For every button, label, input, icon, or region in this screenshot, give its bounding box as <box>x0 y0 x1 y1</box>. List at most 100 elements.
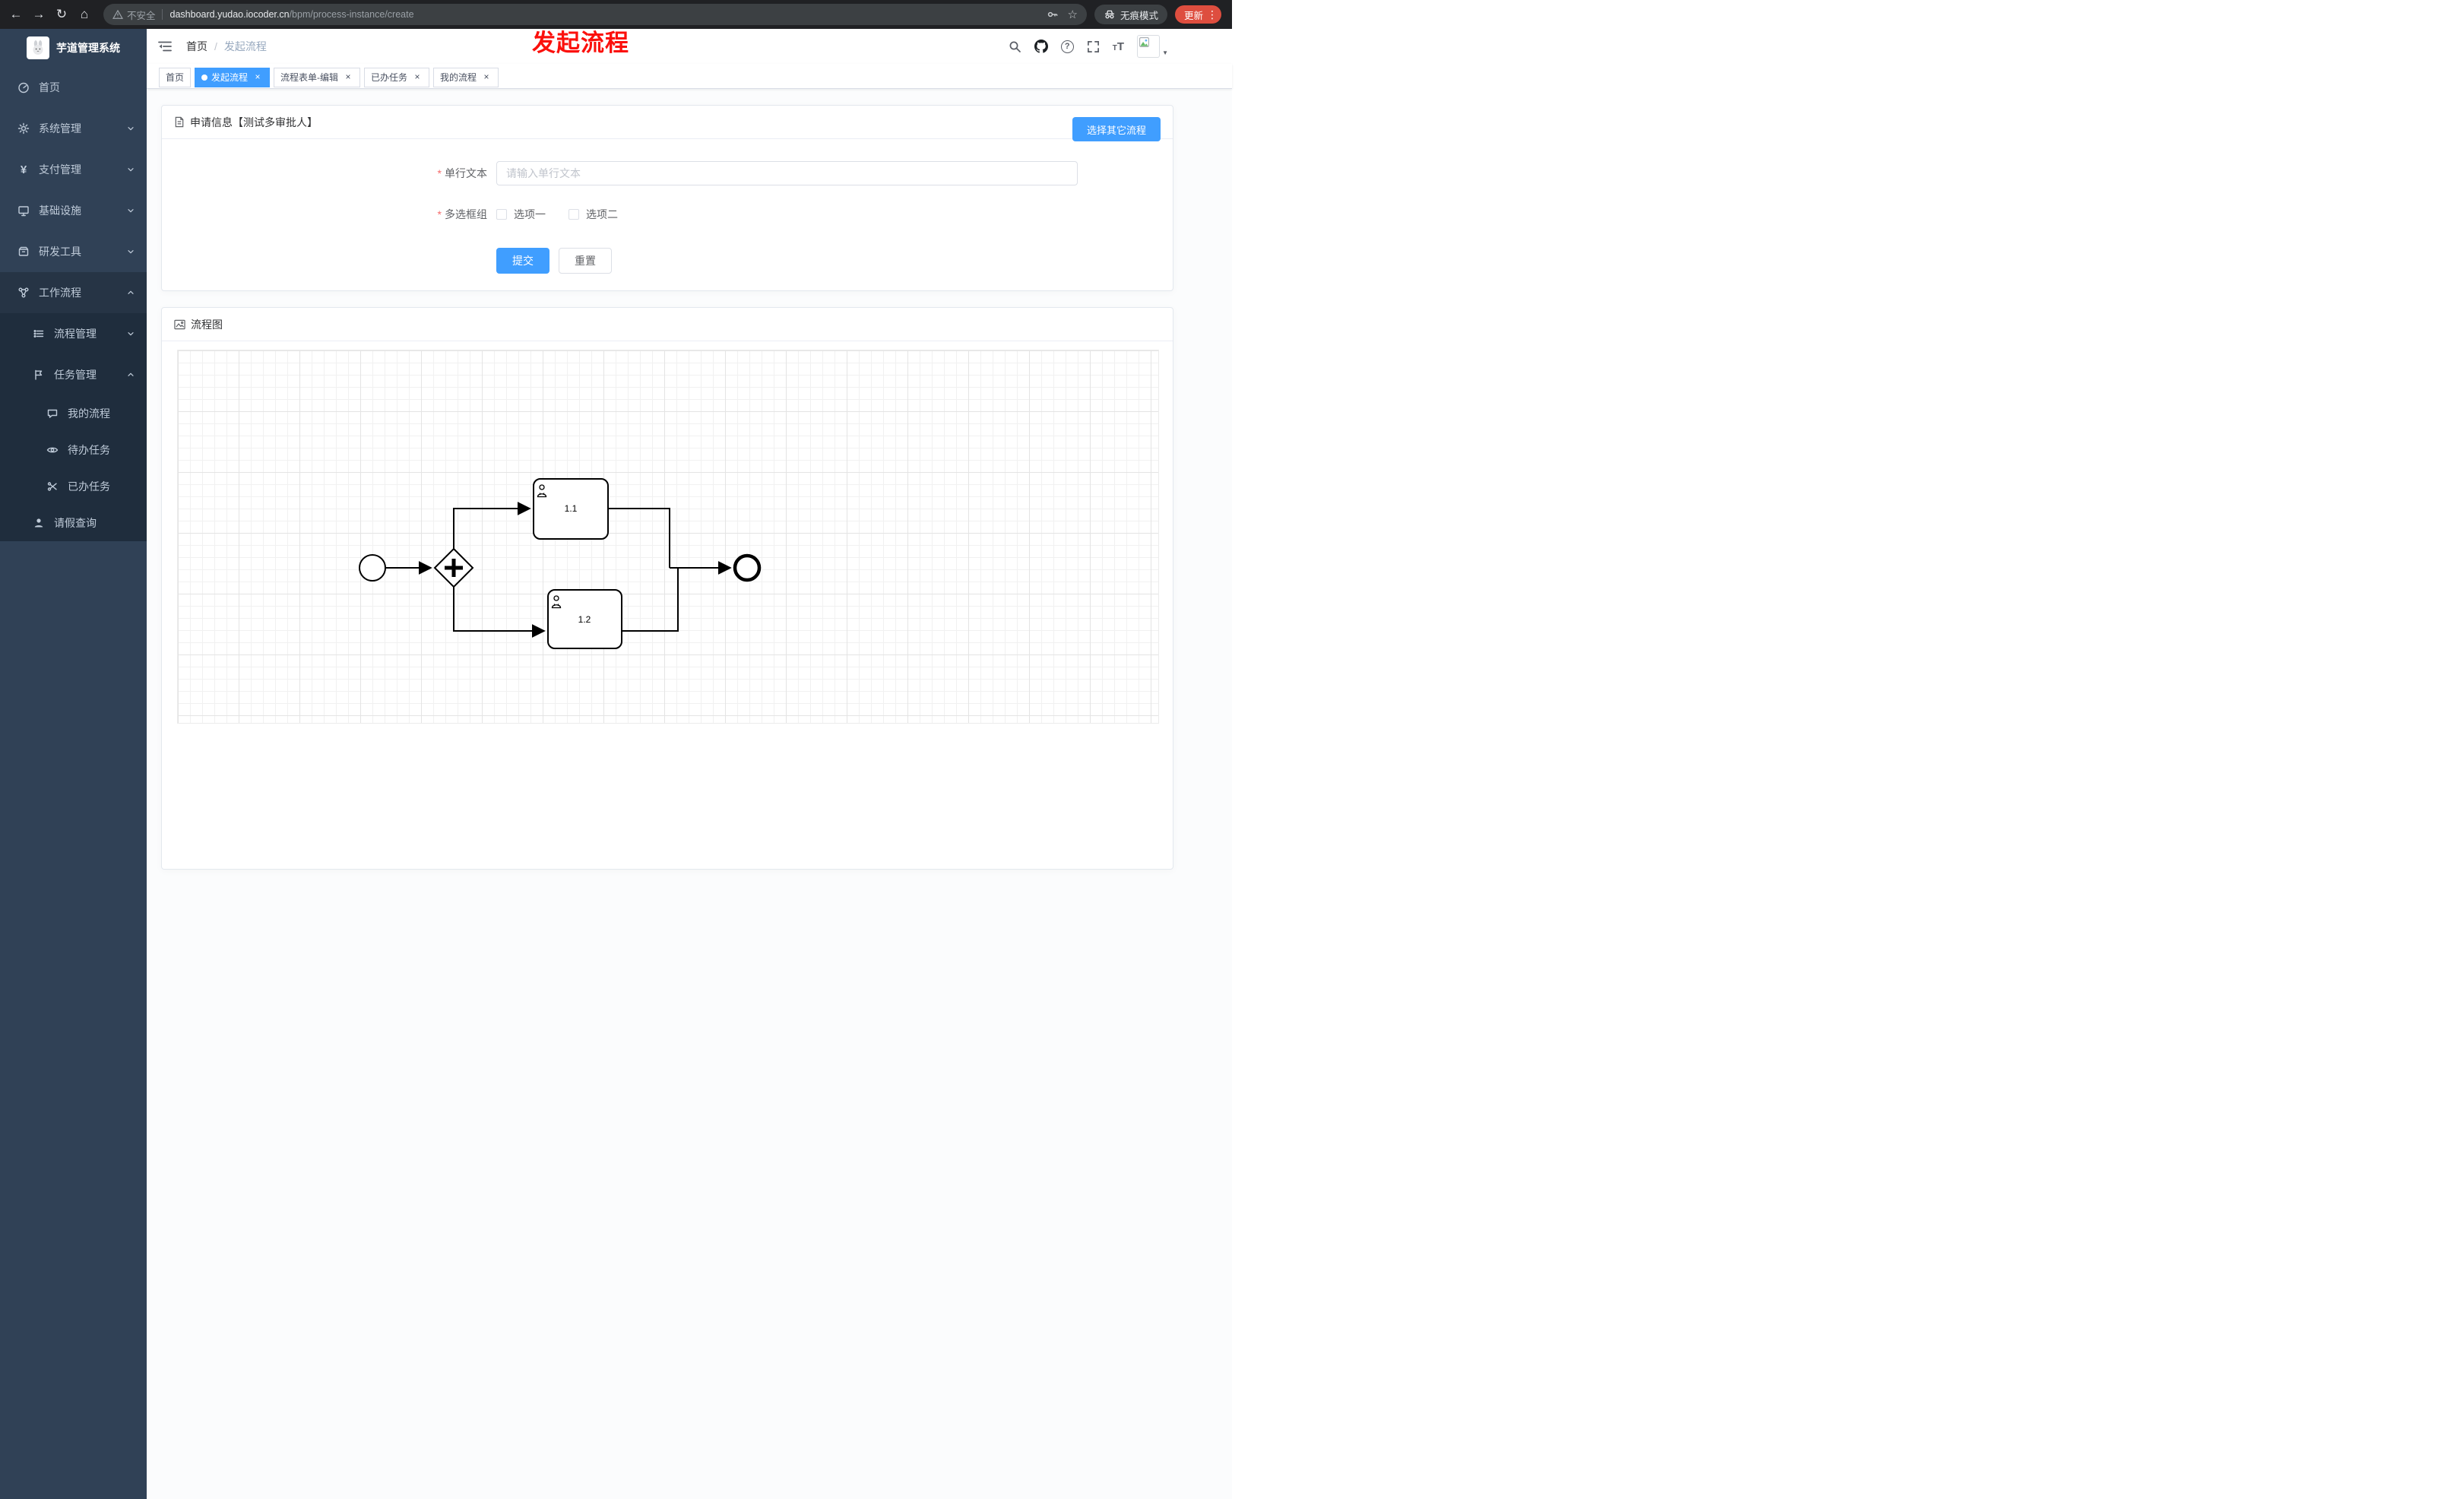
tabs-bar: 首页 发起流程 × 流程表单-编辑 × 已办任务 × 我的流程 × <box>147 64 1232 89</box>
tab-close-icon[interactable]: × <box>255 71 261 82</box>
user-task-1-2[interactable]: 1.2 <box>547 589 622 649</box>
url-text: dashboard.yudao.iocoder.cn/bpm/process-i… <box>169 9 414 20</box>
app-logo[interactable]: 芋道管理系统 <box>0 29 147 67</box>
url-bar[interactable]: 不安全 dashboard.yudao.iocoder.cn/bpm/proce… <box>103 4 1087 25</box>
sidebar-item-infrastructure[interactable]: 基础设施 <box>0 190 147 231</box>
task-label: 1.2 <box>578 614 591 625</box>
help-icon[interactable]: ? <box>1060 40 1074 53</box>
forward-icon[interactable]: → <box>32 7 46 21</box>
checkbox-option-2[interactable]: 选项二 <box>568 207 618 222</box>
document-icon <box>174 116 185 128</box>
monitor-icon <box>15 204 32 217</box>
checkbox-group: 选项一 选项二 <box>496 207 618 222</box>
flag-icon <box>30 369 47 381</box>
sidebar-item-home[interactable]: 首页 <box>0 67 147 108</box>
browser-chrome: ← → ↻ ⌂ 不安全 dashboard.yudao.iocoder.cn/b… <box>0 0 1232 29</box>
submit-button[interactable]: 提交 <box>496 248 549 274</box>
tab-done-tasks[interactable]: 已办任务 × <box>364 67 430 87</box>
chevron-down-icon <box>126 124 135 133</box>
toolbox-icon <box>15 246 32 258</box>
breadcrumb: 首页 / 发起流程 <box>186 39 267 54</box>
url-divider <box>161 9 163 20</box>
single-line-text-input[interactable] <box>496 161 1078 185</box>
sidebar-item-system[interactable]: 系统管理 <box>0 108 147 149</box>
user-task-1-1[interactable]: 1.1 <box>533 478 609 540</box>
incognito-icon <box>1104 8 1116 21</box>
sidebar-item-process-management[interactable]: 流程管理 <box>0 313 147 354</box>
sidebar-item-leave-query[interactable]: 请假查询 <box>0 505 147 541</box>
reset-button[interactable]: 重置 <box>559 248 612 274</box>
page-content: 申请信息【测试多审批人】 选择其它流程 *单行文本 *多选框组 选项一 选项二 <box>147 89 1232 1499</box>
workflow-icon <box>15 287 32 299</box>
fullscreen-icon[interactable] <box>1087 40 1100 53</box>
checkbox-option-1[interactable]: 选项一 <box>496 207 546 222</box>
user-task-icon <box>551 595 562 609</box>
incognito-label: 无痕模式 <box>1120 10 1158 21</box>
security-warning-icon[interactable] <box>112 9 123 20</box>
card-header: 流程图 <box>162 308 1173 341</box>
chevron-up-icon <box>126 288 135 297</box>
list-icon <box>30 328 47 340</box>
avatar-caret-icon[interactable]: ▼ <box>1162 49 1168 56</box>
sidebar-item-payment[interactable]: ¥ 支付管理 <box>0 149 147 190</box>
header-bar: 首页 / 发起流程 ? <box>147 29 1232 64</box>
scissors-icon <box>44 480 61 493</box>
tab-my-processes[interactable]: 我的流程 × <box>433 67 499 87</box>
chevron-up-icon <box>126 370 135 379</box>
sidebar-item-task-management[interactable]: 任务管理 <box>0 354 147 395</box>
browser-menu-kebab-icon[interactable]: ⋮ <box>1207 8 1218 21</box>
github-icon[interactable] <box>1034 40 1048 53</box>
home-icon[interactable]: ⌂ <box>80 7 89 21</box>
card-title: 申请信息【测试多审批人】 <box>190 116 318 128</box>
form-row-checkbox-group: *多选框组 选项一 选项二 <box>162 207 1173 222</box>
breadcrumb-current: 发起流程 <box>223 40 267 52</box>
avatar-image[interactable] <box>1137 35 1161 58</box>
sequence-flows[interactable] <box>385 502 732 638</box>
tab-process-form-edit[interactable]: 流程表单-编辑 × <box>274 67 361 87</box>
parallel-gateway-shape[interactable] <box>433 547 474 588</box>
search-icon[interactable] <box>1009 40 1021 53</box>
end-event-shape[interactable] <box>733 553 762 582</box>
start-event-shape[interactable] <box>359 554 386 582</box>
key-icon[interactable] <box>1047 8 1059 21</box>
application-info-card: 申请信息【测试多审批人】 选择其它流程 *单行文本 *多选框组 选项一 选项二 <box>161 105 1173 291</box>
required-mark: * <box>437 208 442 220</box>
chevron-down-icon <box>126 247 135 256</box>
app-logo-icon <box>27 36 49 59</box>
checkbox-box[interactable] <box>496 209 507 220</box>
bookmark-star-icon[interactable]: ☆ <box>1067 8 1078 21</box>
choose-other-process-button[interactable]: 选择其它流程 <box>1072 117 1161 141</box>
checkbox-box[interactable] <box>568 209 579 220</box>
tab-create-process[interactable]: 发起流程 × <box>195 67 271 87</box>
security-label: 不安全 <box>127 10 156 21</box>
tab-close-icon[interactable]: × <box>414 71 420 82</box>
sidebar-item-my-processes[interactable]: 我的流程 <box>0 395 147 432</box>
bpmn-canvas[interactable]: 1.1 1.2 <box>177 350 1159 724</box>
update-button[interactable]: 更新 ⋮ <box>1174 5 1221 24</box>
sidebar-item-workflow[interactable]: 工作流程 <box>0 272 147 313</box>
sidebar-toggle-icon[interactable] <box>157 38 174 55</box>
user-task-icon <box>537 484 547 498</box>
required-mark: * <box>437 167 442 179</box>
sidebar-item-dev-tools[interactable]: 研发工具 <box>0 231 147 272</box>
tab-close-icon[interactable]: × <box>345 71 351 82</box>
user-icon <box>30 517 47 529</box>
breadcrumb-home[interactable]: 首页 <box>186 40 207 52</box>
tab-close-icon[interactable]: × <box>483 71 489 82</box>
sidebar-item-done-tasks[interactable]: 已办任务 <box>0 468 147 505</box>
tab-home[interactable]: 首页 <box>159 67 192 87</box>
chevron-down-icon <box>126 206 135 215</box>
picture-icon <box>174 319 185 330</box>
back-icon[interactable]: ← <box>9 7 23 21</box>
card-title: 流程图 <box>191 318 223 331</box>
form-actions: 提交 重置 <box>162 248 1173 274</box>
incognito-badge: 无痕模式 <box>1094 5 1167 24</box>
reload-icon[interactable]: ↻ <box>55 7 68 21</box>
chevron-down-icon <box>126 165 135 174</box>
process-diagram-card: 流程图 <box>161 307 1173 870</box>
sidebar-item-todo-tasks[interactable]: 待办任务 <box>0 432 147 468</box>
user-avatar[interactable]: ▼ <box>1137 35 1168 58</box>
active-tab-dot <box>201 74 208 81</box>
app-title: 芋道管理系统 <box>56 42 120 54</box>
